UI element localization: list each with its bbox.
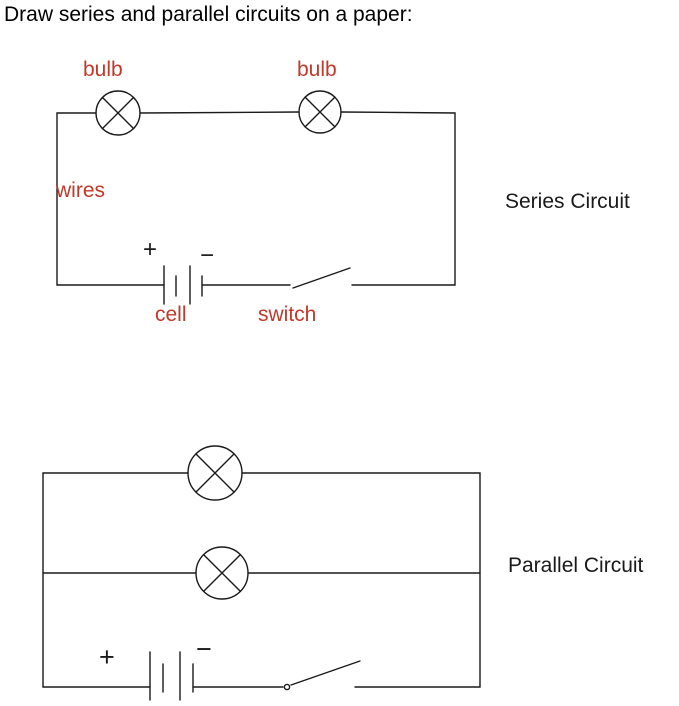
series-circuit-diagram <box>56 90 456 305</box>
series-circuit-caption: Series Circuit <box>505 190 630 213</box>
series-bulb1-label: bulb <box>83 58 123 81</box>
wire <box>139 111 300 114</box>
battery-icon <box>149 651 194 701</box>
switch-icon <box>292 267 351 289</box>
series-switch-label: switch <box>258 303 317 326</box>
wire <box>340 111 456 286</box>
bulb-icon <box>95 90 141 136</box>
bulb-icon <box>187 445 243 501</box>
bulb-icon <box>195 546 249 600</box>
parallel-battery-plus-sign: + <box>99 642 115 672</box>
parallel-battery-minus-sign: − <box>196 634 212 664</box>
battery-icon <box>163 265 203 305</box>
series-bulb2-label: bulb <box>297 58 337 81</box>
series-cell-label: cell <box>155 303 187 326</box>
wire <box>42 472 189 688</box>
wire <box>56 112 165 286</box>
bulb-icon <box>298 90 342 134</box>
series-battery-plus-sign: + <box>143 236 158 263</box>
page-title: Draw series and parallel circuits on a p… <box>4 3 413 26</box>
wire <box>241 472 481 688</box>
parallel-circuit-caption: Parallel Circuit <box>508 554 644 577</box>
parallel-circuit-diagram <box>42 445 481 701</box>
series-battery-minus-sign: − <box>200 242 215 269</box>
switch-icon <box>283 660 361 691</box>
series-wires-label: wires <box>56 179 106 202</box>
